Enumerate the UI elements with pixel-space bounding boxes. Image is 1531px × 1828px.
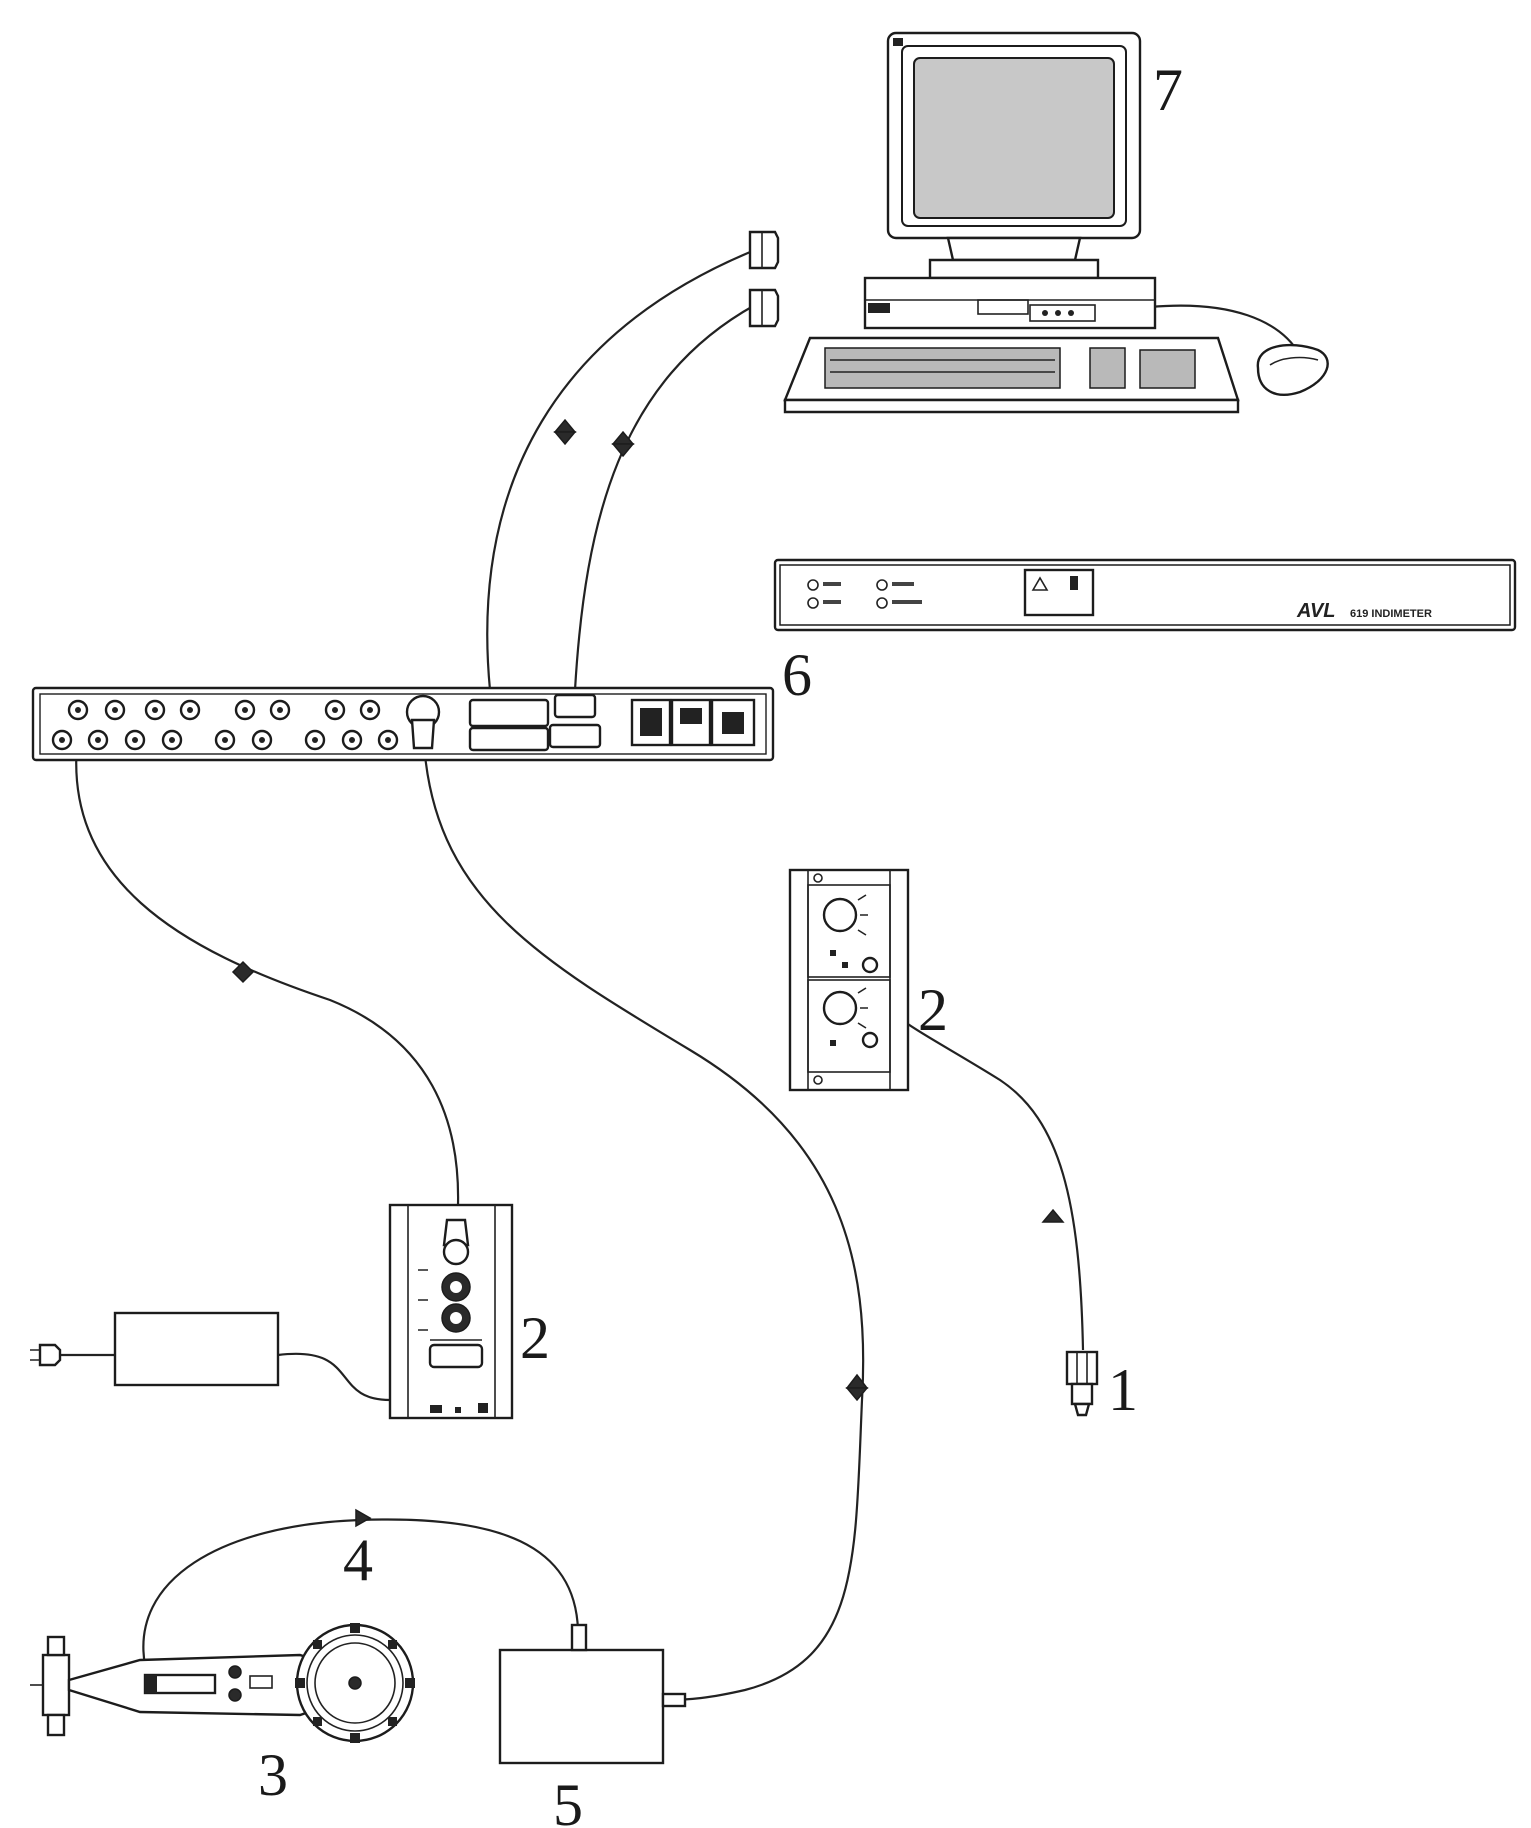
- crank-angle-encoder: [30, 1623, 415, 1743]
- mouse-cable: [1149, 304, 1301, 356]
- label-encoder: 3: [258, 1742, 288, 1808]
- monitor-screen: [913, 57, 1115, 219]
- range-knob: [822, 897, 858, 933]
- cable-indimeter-to-amplifier: [75, 734, 460, 1206]
- system-unit: [863, 276, 1157, 330]
- label-amplifier-left: 2: [520, 1305, 550, 1371]
- range-knob: [822, 990, 858, 1026]
- power-adapter: [30, 1311, 280, 1387]
- charge-amplifier-left: [388, 1203, 514, 1420]
- label-amplifier-right: 2: [918, 977, 948, 1043]
- power-supply-box: [113, 1311, 280, 1387]
- pressure-sensor: [1065, 1350, 1099, 1417]
- mains-plug: [38, 1343, 62, 1367]
- cable-indimeter-to-computer-b: [573, 304, 756, 691]
- bnc-connectors: [51, 699, 399, 751]
- indimeter-brand: AVL: [1296, 600, 1336, 622]
- sub-d-connector: [468, 698, 550, 728]
- arrow-right: [355, 1508, 372, 1528]
- computer: [748, 31, 1329, 414]
- label-sensor: 1: [1108, 1357, 1138, 1423]
- label-computer: 7: [1153, 57, 1183, 123]
- conditioner-box: [498, 1648, 665, 1765]
- label-conditioner: 5: [553, 1772, 583, 1828]
- power-socket: [428, 1343, 484, 1369]
- cables: [60, 246, 1301, 1702]
- indimeter-rear-panel: [31, 686, 775, 762]
- cable-indimeter-to-computer-a: [486, 248, 756, 691]
- mouse: [1256, 343, 1329, 396]
- bnc-socket: [442, 1238, 470, 1266]
- charge-amplifier-right: [788, 868, 910, 1092]
- indimeter-model: 619 INDIMETER: [1350, 608, 1432, 620]
- arrow-left: [231, 960, 255, 984]
- signal-conditioner: [498, 1623, 687, 1765]
- arrow-up: [553, 418, 577, 433]
- encoder-shaft-end: [41, 1653, 71, 1717]
- keyboard-keys: [824, 347, 1061, 389]
- cable-indimeter-to-conditioner: [423, 754, 865, 1702]
- arrow-up: [1041, 1208, 1065, 1223]
- indimeter-front-panel: AVL 619 INDIMETER: [773, 558, 1517, 632]
- connector-plug: [748, 288, 780, 328]
- connector-plug: [748, 230, 780, 270]
- cable-arrows: [231, 418, 1065, 1528]
- label-optical-cable: 4: [343, 1527, 373, 1593]
- label-indimeter: 6: [782, 642, 812, 708]
